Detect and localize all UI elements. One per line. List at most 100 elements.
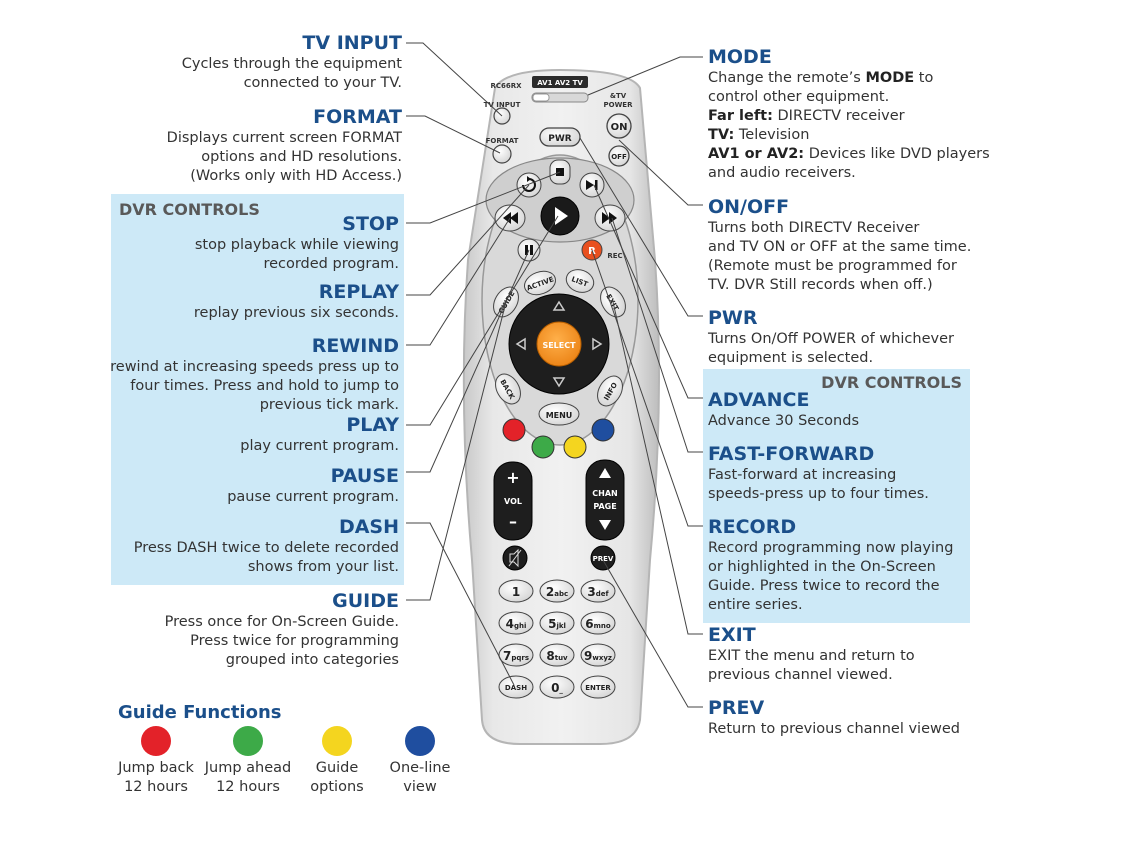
green-button — [531, 435, 555, 459]
key-label: 2abc — [546, 585, 568, 599]
key-4[interactable] — [498, 611, 534, 635]
desc-line: Guide. Press twice to record the — [708, 578, 940, 594]
svg-text:SELECT: SELECT — [542, 341, 576, 350]
desc-line: Turns On/Off POWER of whichever — [708, 331, 954, 347]
desc-line: and TV ON or OFF at the same time. — [708, 239, 972, 255]
desc-line: equipment is selected. — [708, 350, 874, 366]
leader-mode — [587, 56, 703, 96]
key-2[interactable] — [539, 579, 575, 603]
model-label: RC66RX — [490, 82, 522, 90]
guide-color-dot — [141, 726, 171, 756]
svg-text:–: – — [509, 512, 517, 531]
mode-label-strip — [532, 76, 588, 88]
right-dvr-panel-title: DVR CONTROLS — [821, 373, 962, 392]
callout-advance-title: ADVANCE — [708, 389, 810, 411]
callout-rewind-title: REWIND — [311, 335, 399, 357]
callout-onoff-desc: Turns both DIRECTV Receiver and TV ON or … — [708, 219, 971, 295]
key-label: 7pqrs — [503, 649, 529, 663]
desc-line: four times. Press and hold to jump to — [130, 378, 399, 394]
key-5[interactable] — [539, 611, 575, 635]
callout-dash-title: DASH — [338, 516, 399, 538]
desc-line: TV. DVR Still records when off.) — [708, 277, 933, 293]
key-label: 0_ — [551, 681, 563, 695]
svg-text:PAGE: PAGE — [593, 502, 616, 511]
key-label: 3def — [587, 585, 609, 599]
pwr-button — [539, 127, 581, 147]
leader-exit — [612, 301, 703, 635]
chan-rocker — [585, 459, 625, 541]
callout-pause: PAUSE pause current program. — [227, 464, 399, 507]
guide-functions-title: Guide Functions — [118, 702, 282, 723]
on-button — [606, 113, 632, 139]
key-9[interactable] — [580, 643, 616, 667]
key-8[interactable] — [539, 643, 575, 667]
leader-rewind — [406, 217, 511, 346]
key-6[interactable] — [580, 611, 616, 635]
key-label: 1 — [512, 585, 520, 599]
key-label: 6mno — [585, 617, 611, 631]
red-button — [502, 418, 526, 442]
guide-color-dot — [405, 726, 435, 756]
callout-guide: GUIDE Press once for On-Screen Guide.Pre… — [165, 589, 399, 670]
desc-line: Fast-forward at increasing — [708, 467, 897, 483]
callout-exit-title: EXIT — [708, 624, 756, 646]
key-3[interactable] — [580, 579, 616, 603]
leader-tv-input — [406, 42, 503, 117]
callout-prev-title: PREV — [708, 697, 765, 719]
desc-line: pause current program. — [227, 489, 399, 505]
right-dvr-panel: DVR CONTROLS — [703, 369, 970, 623]
callout-mode-title: MODE — [708, 46, 772, 68]
desc-line: (Remote must be programmed for — [708, 258, 957, 274]
callout-prev-desc: Return to previous channel viewed — [708, 720, 960, 739]
callout-advance-desc: Advance 30 Seconds — [708, 412, 859, 431]
desc-line: connected to your TV. — [243, 75, 402, 91]
rec-label: REC — [607, 252, 622, 260]
prev-button — [590, 545, 616, 571]
select-button — [536, 321, 582, 367]
callout-replay: REPLAY replay previous six seconds. — [194, 280, 399, 323]
svg-text:PREV: PREV — [593, 555, 614, 563]
callout-pause-title: PAUSE — [330, 465, 399, 487]
leader-replay — [406, 184, 530, 296]
left-dvr-panel: DVR CONTROLS — [111, 194, 404, 585]
format-button — [492, 144, 512, 164]
key-enter[interactable] — [580, 675, 616, 699]
key-label: ENTER — [585, 684, 611, 692]
key-0[interactable] — [539, 675, 575, 699]
vol-rocker — [493, 461, 533, 541]
desc-line: (Works only with HD Access.) — [190, 168, 402, 184]
desc-line: rewind at increasing speeds press up to — [110, 359, 399, 375]
leader-format — [406, 115, 501, 154]
callout-mode: MODE Change the remote’s MODE to control… — [708, 45, 990, 183]
callout-record-title: RECORD — [708, 516, 797, 538]
key-1[interactable] — [498, 579, 534, 603]
list-button — [565, 269, 595, 293]
desc-line: replay previous six seconds. — [193, 305, 399, 321]
desc-line: options and HD resolutions. — [201, 149, 402, 165]
callout-play-desc: play current program. — [240, 437, 399, 456]
tv-power-label: &TV — [610, 92, 627, 100]
callout-rewind-desc: rewind at increasing speeds press up to f… — [110, 358, 399, 415]
key-dash[interactable] — [498, 675, 534, 699]
desc-line: or highlighted in the On-Screen — [708, 559, 936, 575]
key-label: 8tuv — [546, 649, 568, 663]
guide-color-dot — [233, 726, 263, 756]
desc-line: Turns both DIRECTV Receiver — [708, 220, 920, 236]
leader-dash — [406, 522, 515, 686]
off-button — [608, 145, 630, 167]
blue-button — [591, 418, 615, 442]
